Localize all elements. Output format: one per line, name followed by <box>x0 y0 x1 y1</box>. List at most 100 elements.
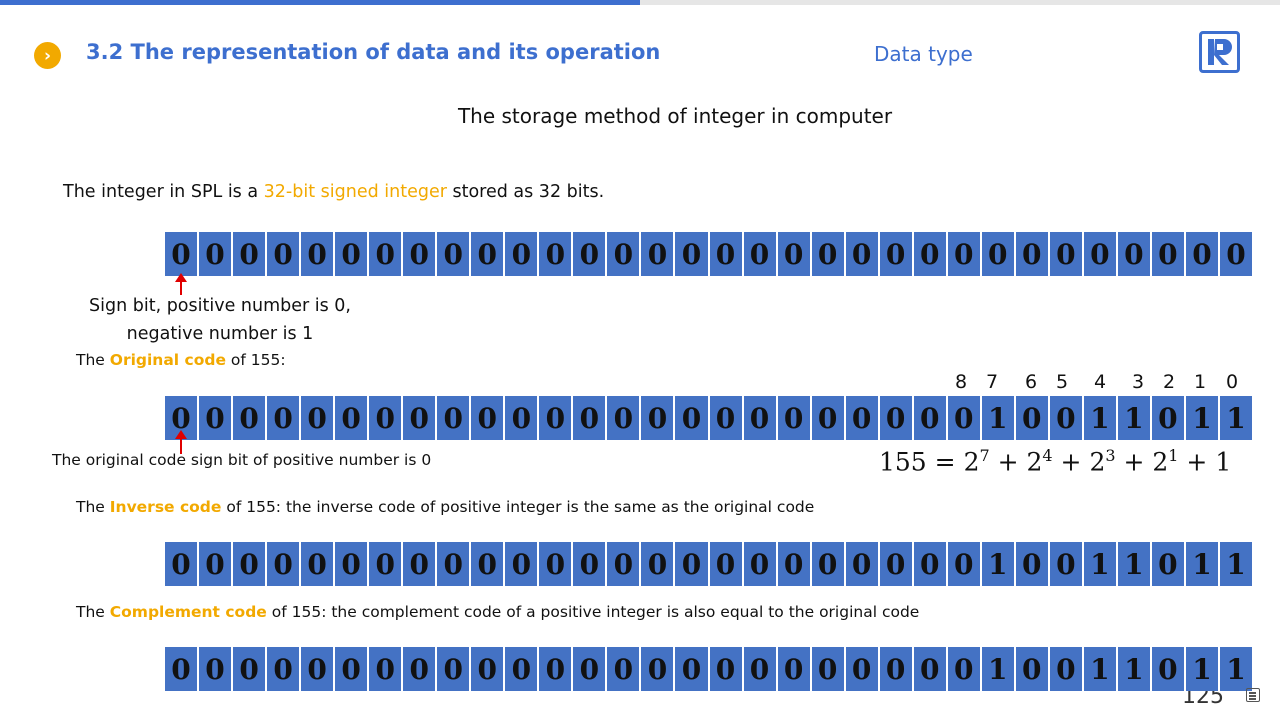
bit-cell: 0 <box>1016 542 1050 586</box>
bit-cell: 0 <box>948 232 982 276</box>
complement-highlight: Complement code <box>109 603 267 621</box>
bit-cell: 0 <box>880 396 914 440</box>
bit-cell: 0 <box>744 396 778 440</box>
bit-cell: 0 <box>573 396 608 440</box>
bit-cell: 1 <box>1186 647 1220 691</box>
bit-cell: 0 <box>233 396 268 440</box>
bit-cell: 0 <box>165 647 200 691</box>
bit-cell: 0 <box>846 542 880 586</box>
bit-cell: 0 <box>539 647 574 691</box>
formula-plus: + <box>1052 447 1090 477</box>
bit-cell: 0 <box>607 542 642 586</box>
bit-cell: 0 <box>301 542 336 586</box>
logo-icon: R <box>1199 31 1240 73</box>
bit-cell: 0 <box>948 396 982 440</box>
bit-cell: 0 <box>846 396 880 440</box>
bit-cell: 0 <box>1152 542 1186 586</box>
bit-cell: 0 <box>914 232 948 276</box>
bit-cell: 0 <box>301 647 336 691</box>
bit-cell: 1 <box>1186 542 1220 586</box>
bit-cell: 0 <box>744 647 778 691</box>
bit-cell: 0 <box>539 232 574 276</box>
bit-cell: 0 <box>1152 396 1186 440</box>
bit-cell: 0 <box>267 542 302 586</box>
bit-index: 2 <box>1162 371 1176 393</box>
bit-cell: 0 <box>199 542 234 586</box>
bit-cell: 0 <box>335 647 370 691</box>
bit-cell: 0 <box>880 542 914 586</box>
bit-cell: 0 <box>744 232 778 276</box>
bit-cell: 1 <box>1118 647 1152 691</box>
bit-cell: 0 <box>675 396 710 440</box>
notes-icon[interactable] <box>1246 688 1260 702</box>
bit-cell: 0 <box>1152 232 1186 276</box>
bit-index: 6 <box>1024 371 1038 393</box>
bit-cell: 0 <box>778 542 812 586</box>
formula-base: 2 <box>1026 447 1043 477</box>
bit-cell: 0 <box>233 232 268 276</box>
bit-cell: 0 <box>778 396 812 440</box>
bit-cell: 0 <box>301 232 336 276</box>
intro-before: The integer in SPL is a <box>63 182 264 202</box>
complement-code-label: The Complement code of 155: the compleme… <box>76 603 919 621</box>
binary-expansion-formula: 155 = 27 + 24 + 23 + 21 + 1 <box>879 446 1231 476</box>
bit-cell: 0 <box>471 647 506 691</box>
bit-cell: 0 <box>369 542 404 586</box>
sign-bit-note: Sign bit, positive number is 0, negative… <box>60 292 380 348</box>
sign-note-line1: Sign bit, positive number is 0, <box>89 296 351 316</box>
bit-cell: 1 <box>1118 542 1152 586</box>
original-prefix: The <box>76 351 110 369</box>
bit-cell: 0 <box>675 232 710 276</box>
chevron-right-icon[interactable]: › <box>34 42 61 69</box>
bit-cell: 0 <box>710 542 744 586</box>
bit-index: 0 <box>1225 371 1239 393</box>
bit-cell: 0 <box>914 396 948 440</box>
bit-cell: 0 <box>846 647 880 691</box>
formula-exp: 4 <box>1042 446 1053 465</box>
sign-bit-arrow-icon <box>175 430 187 454</box>
bit-cell: 1 <box>1226 547 1246 581</box>
intro-highlight: 32-bit signed integer <box>263 182 447 202</box>
bit-cell: 0 <box>744 542 778 586</box>
bit-cell: 0 <box>812 542 846 586</box>
bit-cell: 0 <box>233 542 268 586</box>
bit-index: 8 <box>954 371 968 393</box>
slide-title: The storage method of integer in compute… <box>457 104 893 128</box>
bit-cell: 0 <box>437 232 472 276</box>
bit-cell: 0 <box>880 232 914 276</box>
bit-cell: 0 <box>165 232 200 276</box>
formula-plus: + <box>1115 447 1153 477</box>
formula-base: 2 <box>1089 447 1106 477</box>
bit-cell: 0 <box>403 647 438 691</box>
bit-cell: 0 <box>165 542 200 586</box>
bit-cell: 0 <box>471 542 506 586</box>
bit-cell: 0 <box>437 647 472 691</box>
inverse-highlight: Inverse code <box>109 498 222 516</box>
sign-bit-arrow-icon <box>175 273 187 295</box>
bit-cell: 1 <box>1186 396 1220 440</box>
original-suffix: of 155: <box>225 351 286 369</box>
bit-cell: 0 <box>1016 647 1050 691</box>
section-title: 3.2 The representation of data and its o… <box>86 40 661 64</box>
bit-cell: 0 <box>1050 542 1084 586</box>
bit-cell: 0 <box>607 232 642 276</box>
bit-cell: 1 <box>1084 396 1118 440</box>
formula-lhs: 155 = <box>879 447 964 477</box>
bit-cell: 0 <box>369 232 404 276</box>
bit-cell: 0 <box>948 542 982 586</box>
formula-plus: + <box>989 447 1027 477</box>
bit-cell: 0 <box>199 647 234 691</box>
bit-cell: 0 <box>165 396 200 440</box>
bit-cell: 1 <box>982 396 1016 440</box>
bit-cell: 0 <box>267 396 302 440</box>
bit-cell: 0 <box>505 396 540 440</box>
bit-cell: 0 <box>573 647 608 691</box>
inverse-suffix: of 155: the inverse code of positive int… <box>221 498 815 516</box>
bit-index: 7 <box>985 371 999 393</box>
bit-cell: 0 <box>573 542 608 586</box>
bit-cell: 1 <box>1084 542 1118 586</box>
progress-fill <box>0 0 640 5</box>
bit-cell: 0 <box>641 232 676 276</box>
